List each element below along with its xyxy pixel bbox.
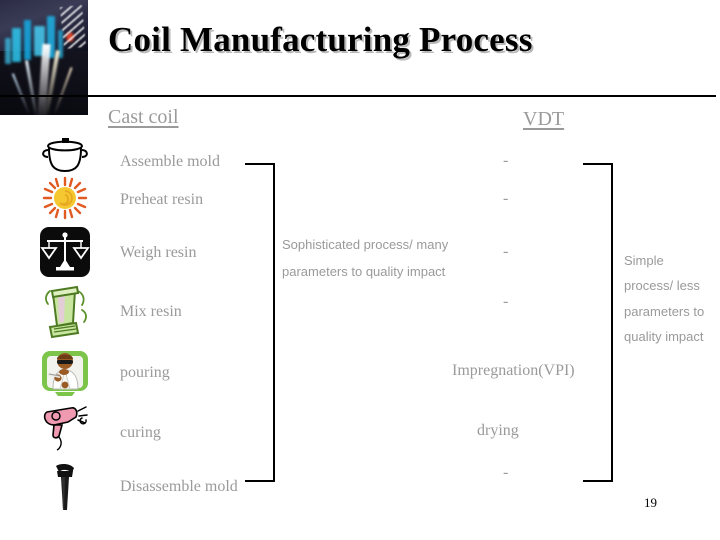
step-label-assemble-mold: Assemble mold	[120, 153, 220, 170]
note-cast-coil-summary: Sophisticated process/ many parameters t…	[282, 237, 449, 279]
step-label-disassemble-mold: Disassemble mold	[120, 478, 238, 495]
sun-icon	[38, 176, 92, 226]
shaker-icon	[38, 285, 92, 339]
vdt-step-drying: drying	[477, 422, 519, 439]
vdt-step-dash-5: -	[503, 464, 509, 481]
note-vdt-summary: Simple process/ less parameters to quali…	[624, 253, 705, 345]
pot-icon	[38, 136, 92, 186]
vdt-step-dash-2: -	[503, 190, 509, 207]
header-divider-rule	[0, 95, 716, 97]
hammer-icon	[38, 462, 92, 512]
step-label-weigh-resin: Weigh resin	[120, 244, 197, 261]
bracket-cast-coil	[245, 163, 275, 482]
vdt-step-dash-4: -	[503, 293, 509, 310]
step-label-preheat-resin: Preheat resin	[120, 191, 204, 208]
night-city-photo	[0, 0, 88, 115]
hair-dryer-icon	[38, 404, 92, 454]
step-label-pouring: pouring	[120, 364, 170, 381]
step-label-curing: curing	[120, 424, 161, 441]
page-number: 19	[644, 495, 657, 510]
scientist-icon	[38, 348, 92, 398]
step-label-mix-resin: Mix resin	[120, 303, 182, 320]
vdt-step-dash-3: -	[503, 243, 509, 260]
column-heading-vdt: VDT	[523, 108, 565, 130]
bracket-vdt	[583, 163, 613, 482]
column-heading-cast-coil: Cast coil	[108, 106, 179, 128]
scales-icon	[38, 226, 92, 277]
vdt-step-impregnation: Impregnation(VPI)	[452, 362, 575, 379]
vdt-step-dash-1: -	[503, 152, 509, 169]
page-title: Coil Manufacturing Process	[108, 20, 533, 59]
